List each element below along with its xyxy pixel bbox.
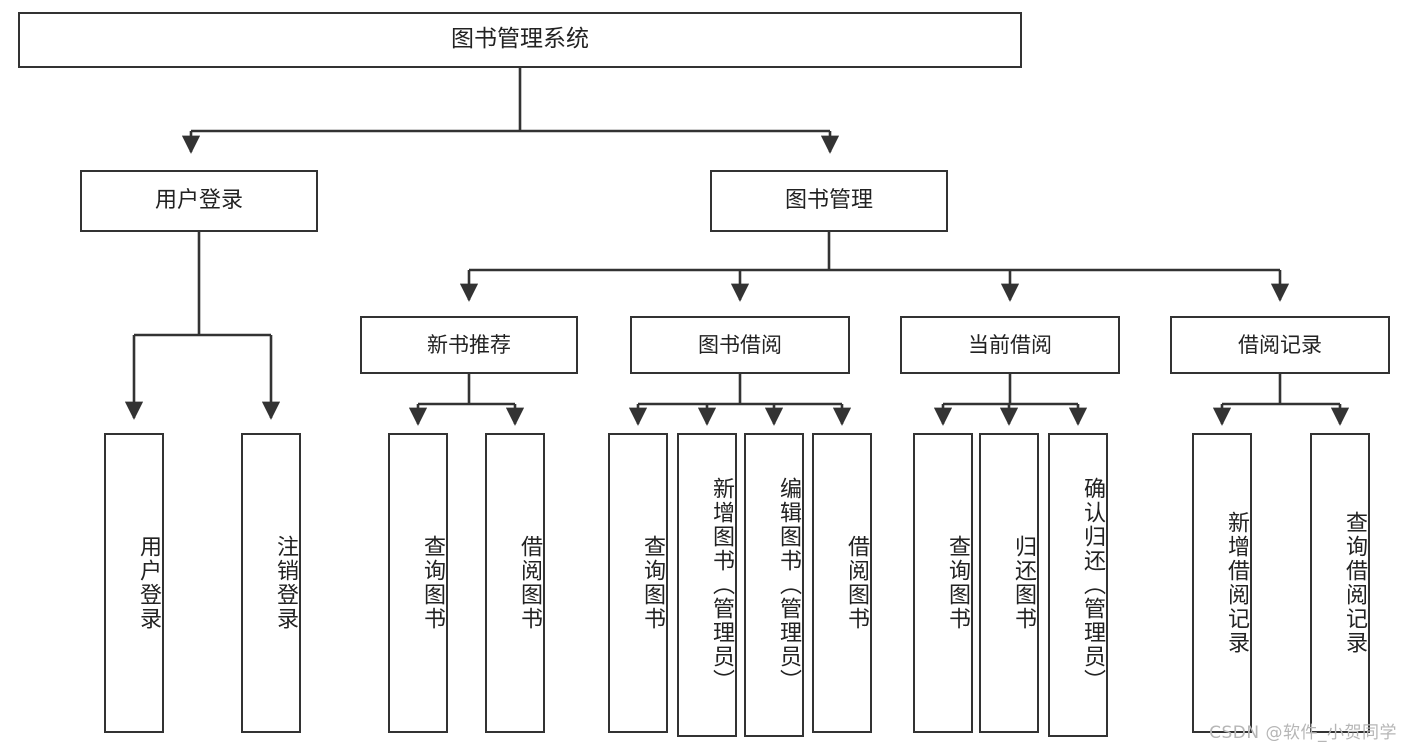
node-leaf-confirm-return-label: 确认归还（管理员） xyxy=(1080,477,1105,693)
node-leaf-return-book-label: 归还图书 xyxy=(1011,535,1036,631)
node-root-label: 图书管理系统 xyxy=(451,26,589,53)
node-leaf-query-book-1[interactable]: 查询图书 xyxy=(388,433,448,733)
node-leaf-edit-book[interactable]: 编辑图书（管理员） xyxy=(744,433,804,737)
node-user-login[interactable]: 用户登录 xyxy=(80,170,318,232)
node-leaf-user-login-label: 用户登录 xyxy=(136,535,161,631)
node-new-book-recommend-label: 新书推荐 xyxy=(427,332,511,357)
node-leaf-query-book-1-label: 查询图书 xyxy=(420,535,445,631)
node-leaf-query-book-3-label: 查询图书 xyxy=(945,535,970,631)
node-leaf-logout[interactable]: 注销登录 xyxy=(241,433,301,733)
node-leaf-add-record[interactable]: 新增借阅记录 xyxy=(1192,433,1252,733)
node-leaf-borrow-book-2-label: 借阅图书 xyxy=(844,535,869,631)
node-leaf-edit-book-label: 编辑图书（管理员） xyxy=(776,477,801,693)
node-book-borrow-label: 图书借阅 xyxy=(698,332,782,357)
node-leaf-query-book-2-label: 查询图书 xyxy=(640,535,665,631)
node-leaf-add-record-label: 新增借阅记录 xyxy=(1224,511,1249,655)
node-leaf-query-book-2[interactable]: 查询图书 xyxy=(608,433,668,733)
node-book-management-label: 图书管理 xyxy=(784,187,873,213)
node-leaf-add-book-label: 新增图书（管理员） xyxy=(709,477,734,693)
node-book-management[interactable]: 图书管理 xyxy=(710,170,948,232)
node-book-borrow[interactable]: 图书借阅 xyxy=(630,316,850,374)
node-leaf-return-book[interactable]: 归还图书 xyxy=(979,433,1039,733)
node-leaf-borrow-book-1[interactable]: 借阅图书 xyxy=(485,433,545,733)
node-new-book-recommend[interactable]: 新书推荐 xyxy=(360,316,578,374)
node-leaf-borrow-book-2[interactable]: 借阅图书 xyxy=(812,433,872,733)
node-current-borrow[interactable]: 当前借阅 xyxy=(900,316,1120,374)
node-leaf-query-book-3[interactable]: 查询图书 xyxy=(913,433,973,733)
node-current-borrow-label: 当前借阅 xyxy=(968,332,1052,357)
watermark: CSDN @软件_小贺同学 xyxy=(1209,723,1397,743)
node-borrow-record[interactable]: 借阅记录 xyxy=(1170,316,1390,374)
node-leaf-query-record-label: 查询借阅记录 xyxy=(1342,511,1367,655)
node-leaf-confirm-return[interactable]: 确认归还（管理员） xyxy=(1048,433,1108,737)
node-user-login-label: 用户登录 xyxy=(154,187,243,213)
node-leaf-query-record[interactable]: 查询借阅记录 xyxy=(1310,433,1370,733)
node-root[interactable]: 图书管理系统 xyxy=(18,12,1022,68)
node-leaf-user-login[interactable]: 用户登录 xyxy=(104,433,164,733)
node-borrow-record-label: 借阅记录 xyxy=(1238,332,1322,357)
node-leaf-borrow-book-1-label: 借阅图书 xyxy=(517,535,542,631)
node-leaf-logout-label: 注销登录 xyxy=(273,535,298,631)
node-leaf-add-book[interactable]: 新增图书（管理员） xyxy=(677,433,737,737)
